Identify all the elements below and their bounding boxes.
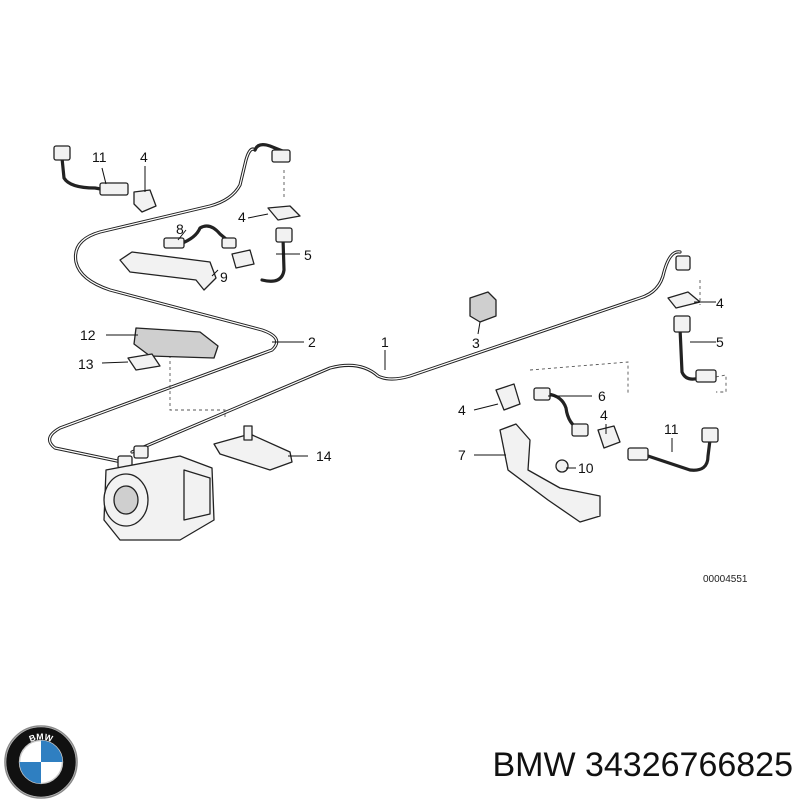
- callout-5: 5: [716, 334, 724, 350]
- fitting-top-left: [53, 145, 71, 161]
- callout-5: 5: [304, 247, 312, 263]
- hydraulic-unit: [103, 455, 215, 541]
- part-10-screw: [555, 459, 569, 473]
- fitting-hose-5-right: [673, 315, 691, 333]
- fitting-hose-5-right-end: [695, 369, 717, 383]
- fitting-6-end: [571, 423, 589, 437]
- part-12-distribution-block: [133, 327, 219, 359]
- brake-hose-11-right: [646, 438, 712, 472]
- part-9-bracket: [119, 251, 217, 291]
- callout-10: 10: [578, 460, 594, 476]
- fitting-8-end: [221, 237, 237, 249]
- clip-4-f: [597, 425, 621, 449]
- brake-pipe-8: [178, 224, 234, 246]
- fitting-11-right: [627, 447, 649, 461]
- part-14-bracket: [213, 433, 293, 471]
- leader-lines: [101, 166, 716, 469]
- clip-4-d: [667, 291, 701, 309]
- callout-9: 9: [220, 269, 228, 285]
- callout-13: 13: [78, 356, 94, 372]
- callout-4: 4: [458, 402, 466, 418]
- fitting-hose-5-left: [275, 227, 293, 243]
- fitting-top-right: [271, 149, 291, 163]
- fitting-right-top: [675, 255, 691, 271]
- brake-hose-5-left: [260, 236, 286, 283]
- part-number-caption: BMW 34326766825: [492, 746, 793, 784]
- fitting-6: [533, 387, 551, 401]
- brake-pipe-2-upper: [48, 147, 279, 464]
- callout-4: 4: [600, 407, 608, 423]
- fitting-pump-2: [133, 445, 149, 459]
- callouts: 11 4 8 4 5 9 12 2 13 1 3 4 5 6 4 4 11 7 …: [78, 149, 724, 476]
- fitting-11-right-top: [701, 427, 719, 443]
- document-number: 00004551: [703, 574, 748, 585]
- callout-8: 8: [176, 221, 184, 237]
- brake-hose-11-left: [60, 156, 120, 194]
- callout-2: 2: [308, 334, 316, 350]
- clip-4-e: [495, 383, 521, 411]
- part-13-clip: [127, 353, 161, 371]
- brake-pipes: [48, 143, 712, 472]
- parts: [53, 145, 719, 541]
- clip-4-b: [267, 205, 301, 221]
- callout-11: 11: [664, 421, 679, 437]
- callout-3: 3: [472, 335, 480, 351]
- fitting-8: [163, 237, 185, 249]
- callout-4: 4: [140, 149, 148, 165]
- bmw-logo-letters: BMW: [28, 731, 55, 744]
- callout-14: 14: [316, 448, 332, 464]
- callout-6: 6: [598, 388, 606, 404]
- fitting-hose-11-left: [99, 182, 129, 196]
- callout-11: 11: [92, 149, 107, 165]
- callout-12: 12: [80, 327, 96, 343]
- callout-4: 4: [716, 295, 724, 311]
- clip-4-c: [231, 249, 255, 269]
- reference-lines: [169, 170, 727, 420]
- part-7-bracket: [499, 423, 601, 523]
- callout-1: 1: [381, 334, 389, 350]
- callout-4: 4: [238, 209, 246, 225]
- clip-4-a: [133, 189, 157, 213]
- callout-7: 7: [458, 447, 466, 463]
- bmw-logo: BMW: [4, 725, 78, 799]
- part-3-bracket: [469, 291, 497, 323]
